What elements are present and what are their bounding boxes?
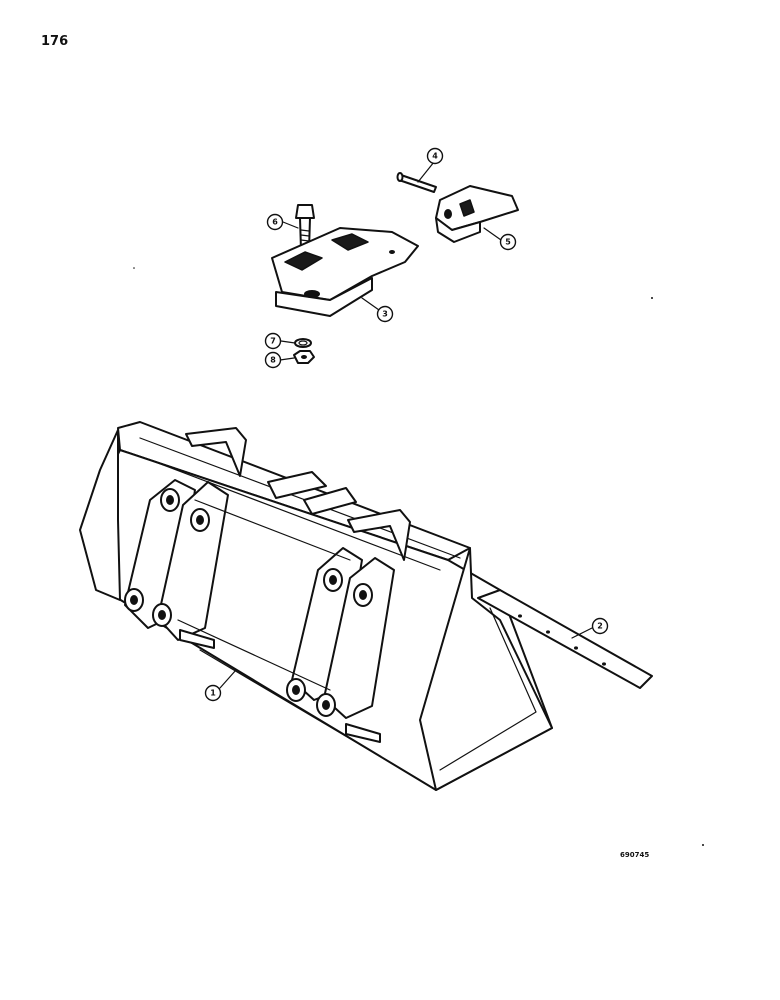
leader-lines <box>219 161 593 689</box>
callout-7: 7 <box>264 332 282 350</box>
tooth-part-5 <box>435 185 519 243</box>
callout-1-label: 1 <box>210 689 216 698</box>
cutting-edge-part-2 <box>477 589 653 689</box>
callout-7-label: 7 <box>270 337 276 346</box>
figure-code: 690745 <box>620 851 650 859</box>
callout-3-label: 3 <box>382 310 388 319</box>
callout-5: 5 <box>499 233 517 251</box>
pin-part-4 <box>396 172 437 193</box>
nut-part-8 <box>293 350 315 364</box>
callout-8-label: 8 <box>270 356 276 365</box>
lockwasher-part-7 <box>294 338 312 348</box>
print-speck <box>702 844 704 846</box>
callout-2: 2 <box>591 617 609 635</box>
print-speck <box>133 267 135 269</box>
bucket-part-1 <box>79 421 553 791</box>
callout-4: 4 <box>426 147 444 165</box>
callout-2-label: 2 <box>597 622 603 631</box>
callout-8: 8 <box>264 351 282 369</box>
callout-6: 6 <box>266 213 284 231</box>
callout-6-label: 6 <box>272 218 278 227</box>
print-speck <box>651 297 653 299</box>
callout-4-label: 4 <box>432 152 438 161</box>
page-number: 176 <box>41 34 69 49</box>
callout-5-label: 5 <box>505 238 511 247</box>
callout-3: 3 <box>376 305 394 323</box>
callout-1: 1 <box>204 684 222 702</box>
tooth-adapter-part-3 <box>271 227 419 317</box>
